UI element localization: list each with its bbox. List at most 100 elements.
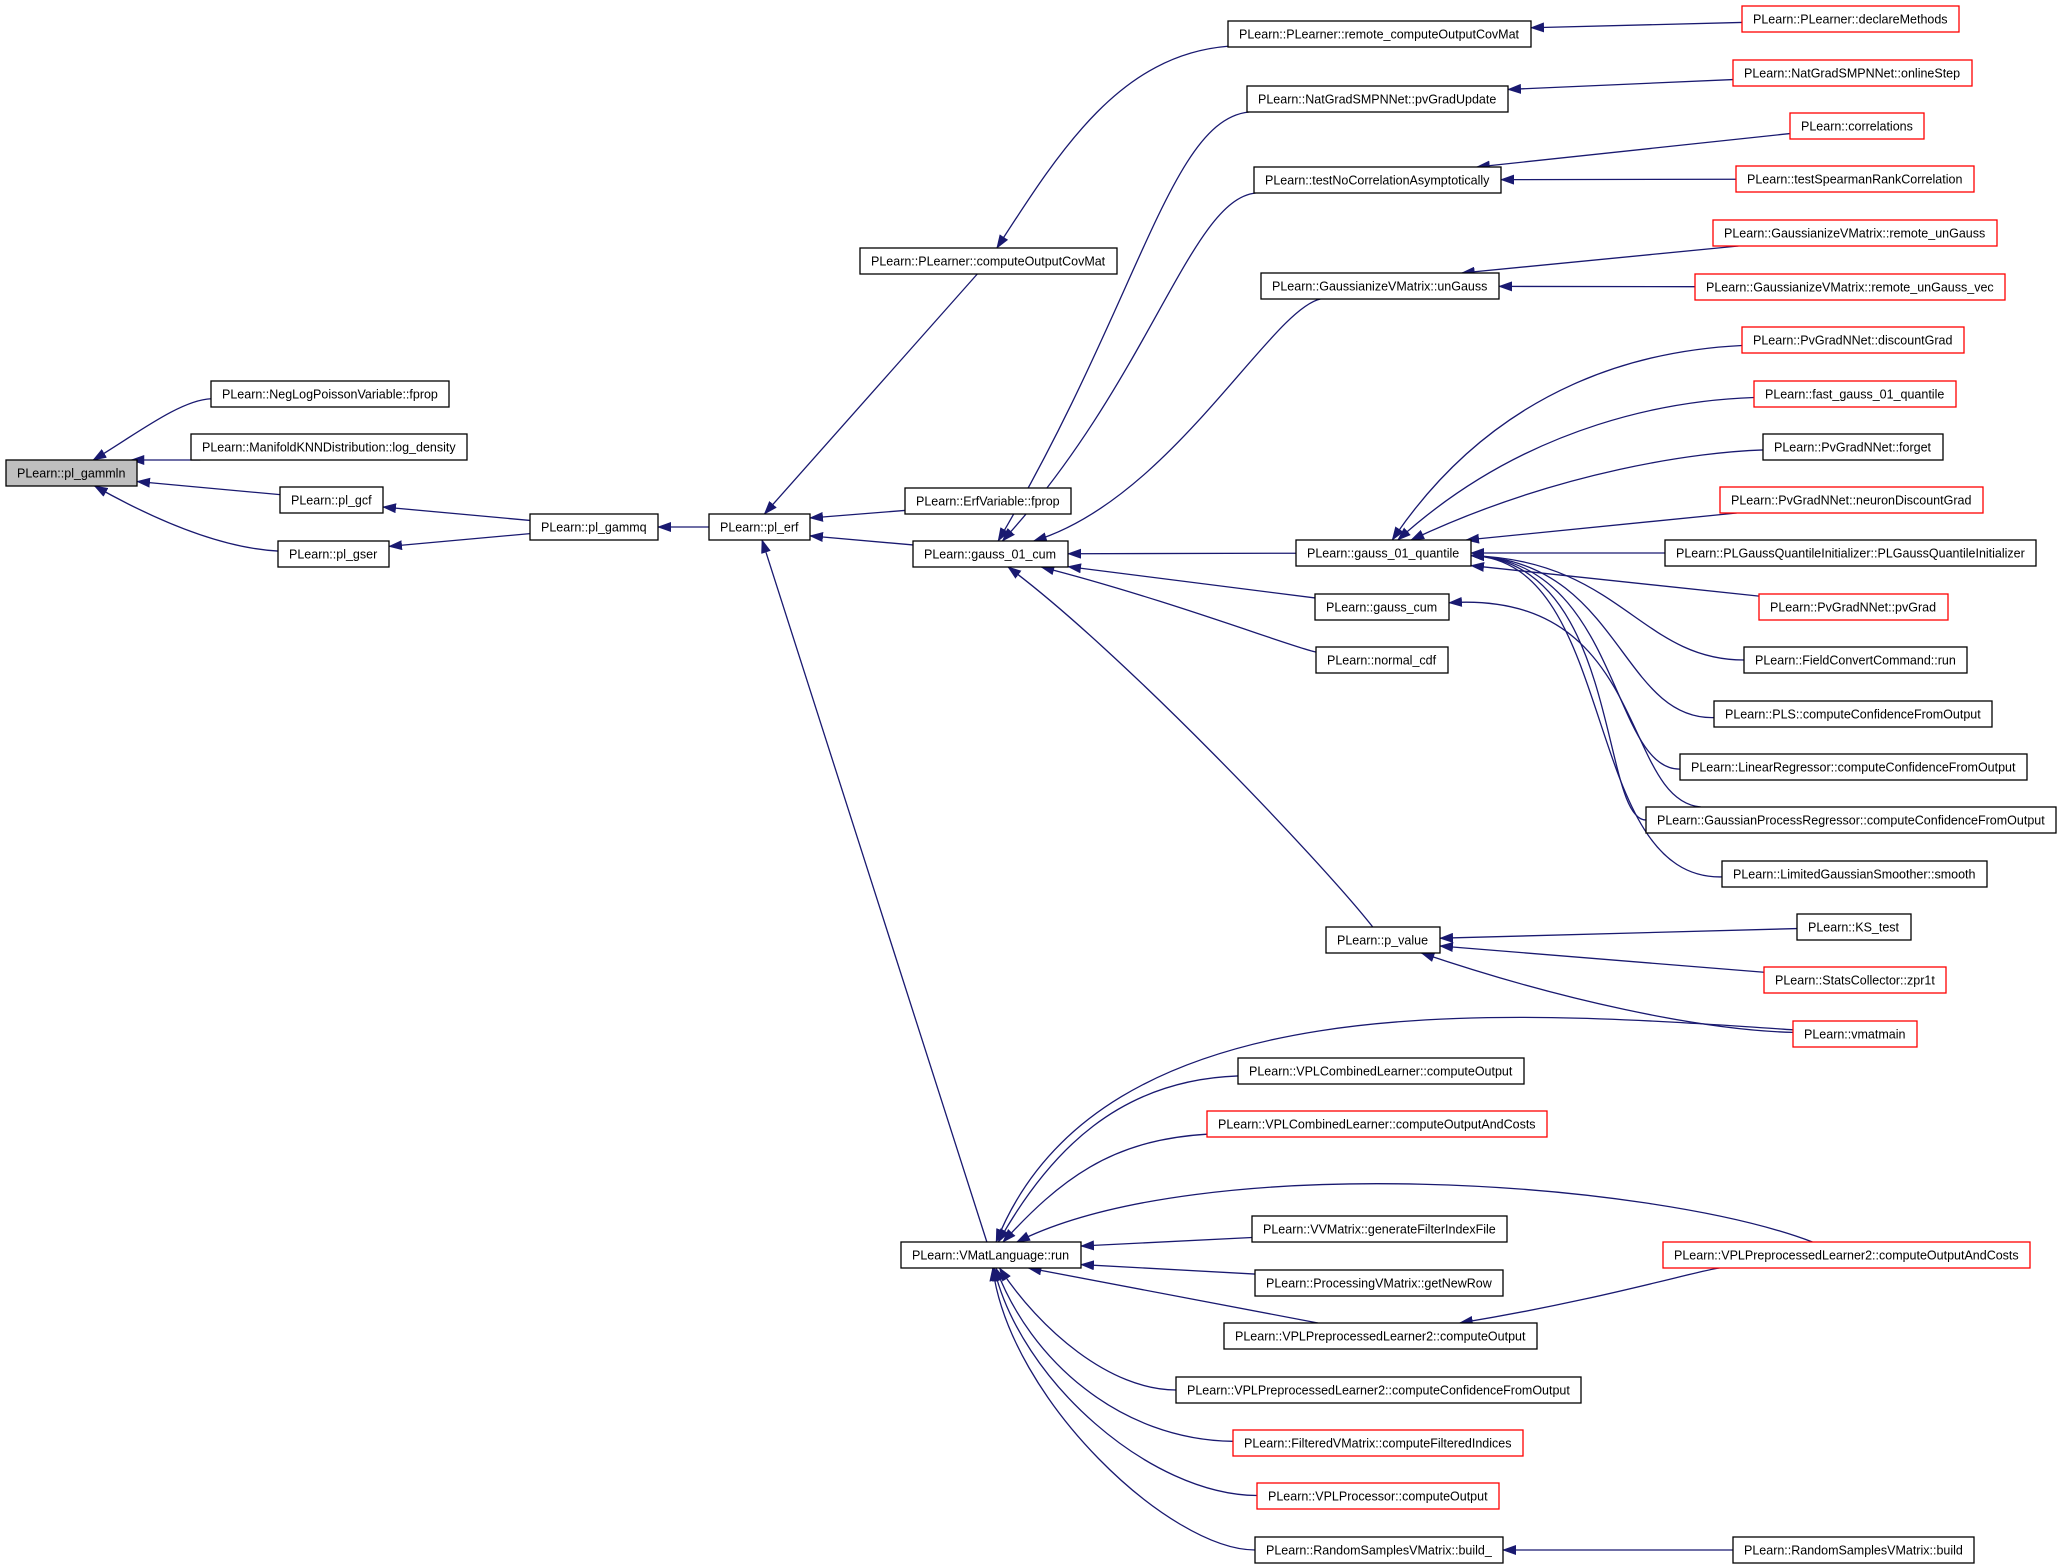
node-fieldconvert-run[interactable]: PLearn::FieldConvertCommand::run	[1743, 646, 1968, 674]
node-label: PLearn::PvGradNNet::pvGrad	[1770, 601, 1936, 615]
node-box	[1719, 486, 1984, 514]
edge-fast-gauss-quantile-to-gauss-01-quantile	[1397, 396, 1755, 541]
edge-randomsamples-build--to-vmatlanguage-run	[989, 1267, 1256, 1551]
node-vplpre2-output-costs[interactable]: PLearn::VPLPreprocessedLearner2::compute…	[1662, 1241, 2031, 1269]
node-lgs-smooth[interactable]: PLearn::LimitedGaussianSmoother::smooth	[1721, 860, 1988, 888]
node-box	[1662, 1241, 2031, 1269]
node-vplcombined-output-costs[interactable]: PLearn::VPLCombinedLearner::computeOutpu…	[1206, 1110, 1548, 1138]
node-pl-gser[interactable]: PLearn::pl_gser	[277, 540, 390, 568]
edge-linreg-confidence-to-gauss-01-quantile	[1470, 550, 1681, 770]
node-correlations[interactable]: PLearn::correlations	[1789, 112, 1925, 140]
node-plgauss-init[interactable]: PLearn::PLGaussQuantileInitializer::PLGa…	[1664, 539, 2037, 567]
node-box	[1762, 433, 1944, 461]
node-discount-grad[interactable]: PLearn::PvGradNNet::discountGrad	[1741, 326, 1965, 354]
edge-fieldconvert-run-to-gauss-01-quantile	[1470, 550, 1745, 661]
edge-pls-confidence-to-gauss-01-quantile	[1470, 550, 1715, 719]
node-label: PLearn::LimitedGaussianSmoother::smooth	[1733, 868, 1976, 882]
node-pl-erf[interactable]: PLearn::pl_erf	[708, 513, 811, 541]
node-gauss-01-quantile[interactable]: PLearn::gauss_01_quantile	[1295, 539, 1472, 567]
edge-gauss-cum-to-gauss-01-cum	[1067, 563, 1316, 599]
node-label: PLearn::VVMatrix::generateFilterIndexFil…	[1263, 1223, 1496, 1237]
node-box	[1741, 326, 1965, 354]
node-label: PLearn::normal_cdf	[1327, 654, 1437, 668]
node-randomsamples-build-[interactable]: PLearn::RandomSamplesVMatrix::build_	[1254, 1536, 1504, 1564]
node-test-no-correlation[interactable]: PLearn::testNoCorrelationAsymptotically	[1253, 166, 1502, 194]
edge-vvmatrix-filter-to-vmatlanguage-run	[1080, 1236, 1253, 1251]
node-label: PLearn::fast_gauss_01_quantile	[1765, 388, 1944, 402]
node-declare-methods[interactable]: PLearn::PLearner::declareMethods	[1741, 5, 1960, 33]
node-label: PLearn::testSpearmanRankCorrelation	[1747, 173, 1962, 187]
node-box	[190, 433, 468, 461]
edge-gpr-confidence-to-gauss-cum	[1448, 596, 1701, 808]
node-vmatmain[interactable]: PLearn::vmatmain	[1792, 1020, 1918, 1048]
node-p-value[interactable]: PLearn::p_value	[1325, 926, 1441, 954]
node-box	[1260, 272, 1500, 300]
node-linreg-confidence[interactable]: PLearn::LinearRegressor::computeConfiden…	[1679, 753, 2028, 781]
node-filtered-indices[interactable]: PLearn::FilteredVMatrix::computeFiltered…	[1232, 1429, 1524, 1457]
node-compute-output-covmat[interactable]: PLearn::PLearner::computeOutputCovMat	[859, 247, 1118, 275]
node-pl-gammq[interactable]: PLearn::pl_gammq	[529, 513, 659, 541]
node-box	[1792, 1020, 1918, 1048]
node-pvgrad-forget[interactable]: PLearn::PvGradNNet::forget	[1762, 433, 1944, 461]
node-label: PLearn::VPLProcessor::computeOutput	[1268, 1490, 1488, 1504]
edge-normal-cdf-to-gauss-01-cum	[1040, 565, 1317, 653]
node-pls-confidence[interactable]: PLearn::PLS::computeConfidenceFromOutput	[1713, 700, 1993, 728]
node-gpr-confidence[interactable]: PLearn::GaussianProcessRegressor::comput…	[1645, 806, 2057, 834]
node-erfvariable-fprop[interactable]: PLearn::ErfVariable::fprop	[904, 487, 1072, 515]
node-processing-getnewrow[interactable]: PLearn::ProcessingVMatrix::getNewRow	[1254, 1269, 1504, 1297]
node-layer: PLearn::pl_gammln PLearn::NegLogPoissonVa…	[5, 5, 2057, 1564]
edge-vmatmain-to-vmatlanguage-run	[995, 1016, 1794, 1243]
node-vmatlanguage-run[interactable]: PLearn::VMatLanguage::run	[900, 1241, 1082, 1269]
node-manifold-logdensity[interactable]: PLearn::ManifoldKNNDistribution::log_den…	[190, 433, 468, 461]
edge-vplcombined-output-costs-to-vmatlanguage-run	[1002, 1133, 1208, 1243]
node-zpr1t[interactable]: PLearn::StatsCollector::zpr1t	[1763, 966, 1947, 994]
edge-test-no-correlation-to-gauss-01-cum	[1001, 192, 1256, 542]
node-label: PLearn::NatGradSMPNNet::onlineStep	[1744, 67, 1960, 81]
node-gauss-01-cum[interactable]: PLearn::gauss_01_cum	[912, 540, 1069, 568]
edge-vplprocessor-output-to-vmatlanguage-run	[992, 1267, 1258, 1497]
node-box	[1254, 1536, 1504, 1564]
node-randomsamples-build[interactable]: PLearn::RandomSamplesVMatrix::build	[1732, 1536, 1975, 1564]
edge-ks-test-to-p-value	[1439, 927, 1798, 943]
edge-pvgrad-pvgrad-to-gauss-01-quantile	[1470, 561, 1760, 597]
node-pl-gammln[interactable]: PLearn::pl_gammln	[5, 459, 138, 487]
node-remote-ungauss[interactable]: PLearn::GaussianizeVMatrix::remote_unGau…	[1712, 219, 1998, 247]
node-box	[210, 380, 450, 408]
node-vplpre2-output[interactable]: PLearn::VPLPreprocessedLearner2::compute…	[1223, 1322, 1538, 1350]
edge-neglog-fprop-to-pl-gammln	[92, 398, 212, 461]
node-label: PLearn::GaussianizeVMatrix::remote_unGau…	[1706, 281, 1994, 295]
node-label: PLearn::VPLCombinedLearner::computeOutpu…	[1218, 1118, 1536, 1132]
node-label: PLearn::pl_gser	[289, 548, 377, 562]
node-neglog-fprop[interactable]: PLearn::NegLogPoissonVariable::fprop	[210, 380, 450, 408]
node-label: PLearn::pl_gammq	[541, 521, 647, 535]
node-box	[1256, 1482, 1500, 1510]
node-label: PLearn::VPLPreprocessedLearner2::compute…	[1235, 1330, 1526, 1344]
node-label: PLearn::ErfVariable::fprop	[916, 495, 1060, 509]
node-remote-compute-output-covmat[interactable]: PLearn::PLearner::remote_computeOutputCo…	[1227, 20, 1532, 48]
node-remote-ungauss-vec[interactable]: PLearn::GaussianizeVMatrix::remote_unGau…	[1694, 273, 2006, 301]
node-label: PLearn::FieldConvertCommand::run	[1755, 654, 1956, 668]
node-vplcombined-output[interactable]: PLearn::VPLCombinedLearner::computeOutpu…	[1237, 1057, 1525, 1085]
node-online-step[interactable]: PLearn::NatGradSMPNNet::onlineStep	[1732, 59, 1973, 87]
node-pl-gcf[interactable]: PLearn::pl_gcf	[279, 486, 384, 514]
node-vplpre2-confidence[interactable]: PLearn::VPLPreprocessedLearner2::compute…	[1175, 1376, 1582, 1404]
node-vvmatrix-filter[interactable]: PLearn::VVMatrix::generateFilterIndexFil…	[1251, 1215, 1508, 1243]
node-label: PLearn::GaussianizeVMatrix::remote_unGau…	[1724, 227, 1985, 241]
node-pvgrad-pvgrad[interactable]: PLearn::PvGradNNet::pvGrad	[1758, 593, 1949, 621]
node-normal-cdf[interactable]: PLearn::normal_cdf	[1315, 646, 1449, 674]
node-gauss-cum[interactable]: PLearn::gauss_cum	[1314, 593, 1450, 621]
node-neuron-discount-grad[interactable]: PLearn::PvGradNNet::neuronDiscountGrad	[1719, 486, 1984, 514]
edge-remote-ungauss-to-ungauss	[1460, 245, 1739, 277]
node-pvgradupdate[interactable]: PLearn::NatGradSMPNNet::pvGradUpdate	[1246, 85, 1509, 113]
edge-correlations-to-test-no-correlation	[1475, 132, 1791, 171]
node-fast-gauss-quantile[interactable]: PLearn::fast_gauss_01_quantile	[1753, 380, 1957, 408]
node-ks-test[interactable]: PLearn::KS_test	[1796, 913, 1912, 941]
node-vplprocessor-output[interactable]: PLearn::VPLProcessor::computeOutput	[1256, 1482, 1500, 1510]
node-ungauss[interactable]: PLearn::GaussianizeVMatrix::unGauss	[1260, 272, 1500, 300]
node-box	[1645, 806, 2057, 834]
edge-discount-grad-to-gauss-01-quantile	[1391, 344, 1743, 541]
node-test-spearman[interactable]: PLearn::testSpearmanRankCorrelation	[1735, 165, 1975, 193]
node-box	[1237, 1057, 1525, 1085]
node-box	[708, 513, 811, 541]
node-label: PLearn::FilteredVMatrix::computeFiltered…	[1244, 1437, 1511, 1451]
